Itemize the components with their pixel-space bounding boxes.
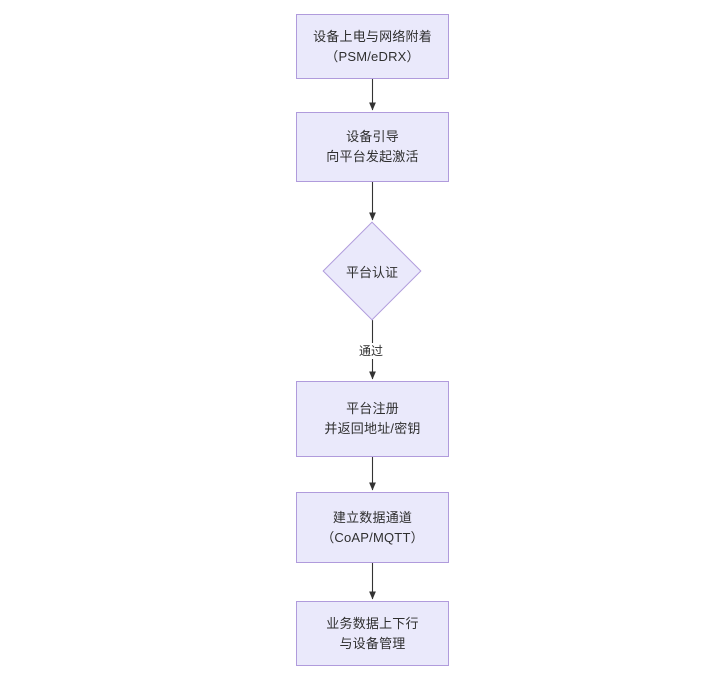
node-business-data-line2: 与设备管理 bbox=[339, 635, 406, 651]
node-bootstrap-line2: 向平台发起激活 bbox=[326, 149, 419, 164]
node-business-data-line1: 业务数据上下行 bbox=[326, 615, 419, 631]
node-data-channel-line2: （CoAP/MQTT） bbox=[321, 529, 424, 545]
node-power-on-line2: （PSM/eDRX） bbox=[325, 48, 420, 64]
node-platform-auth[interactable]: 平台认证 bbox=[322, 221, 422, 321]
node-power-on-line1: 设备上电与网络附着 bbox=[313, 28, 432, 44]
node-bootstrap[interactable]: 设备引导 向平台发起激活 bbox=[296, 112, 449, 182]
node-platform-auth-label: 平台认证 bbox=[345, 264, 398, 280]
node-data-channel-line1: 建立数据通道 bbox=[332, 509, 413, 525]
node-bootstrap-line1: 设备引导 bbox=[346, 129, 399, 144]
edge-label-pass: 通过 bbox=[357, 343, 386, 359]
node-power-on[interactable]: 设备上电与网络附着 （PSM/eDRX） bbox=[296, 14, 449, 79]
node-platform-register-line1: 平台注册 bbox=[346, 401, 399, 416]
node-platform-register-line2: 并返回地址/密钥 bbox=[324, 421, 421, 436]
node-data-channel[interactable]: 建立数据通道 （CoAP/MQTT） bbox=[296, 492, 449, 563]
node-business-data[interactable]: 业务数据上下行 与设备管理 bbox=[296, 601, 449, 666]
node-platform-register[interactable]: 平台注册 并返回地址/密钥 bbox=[296, 381, 449, 457]
